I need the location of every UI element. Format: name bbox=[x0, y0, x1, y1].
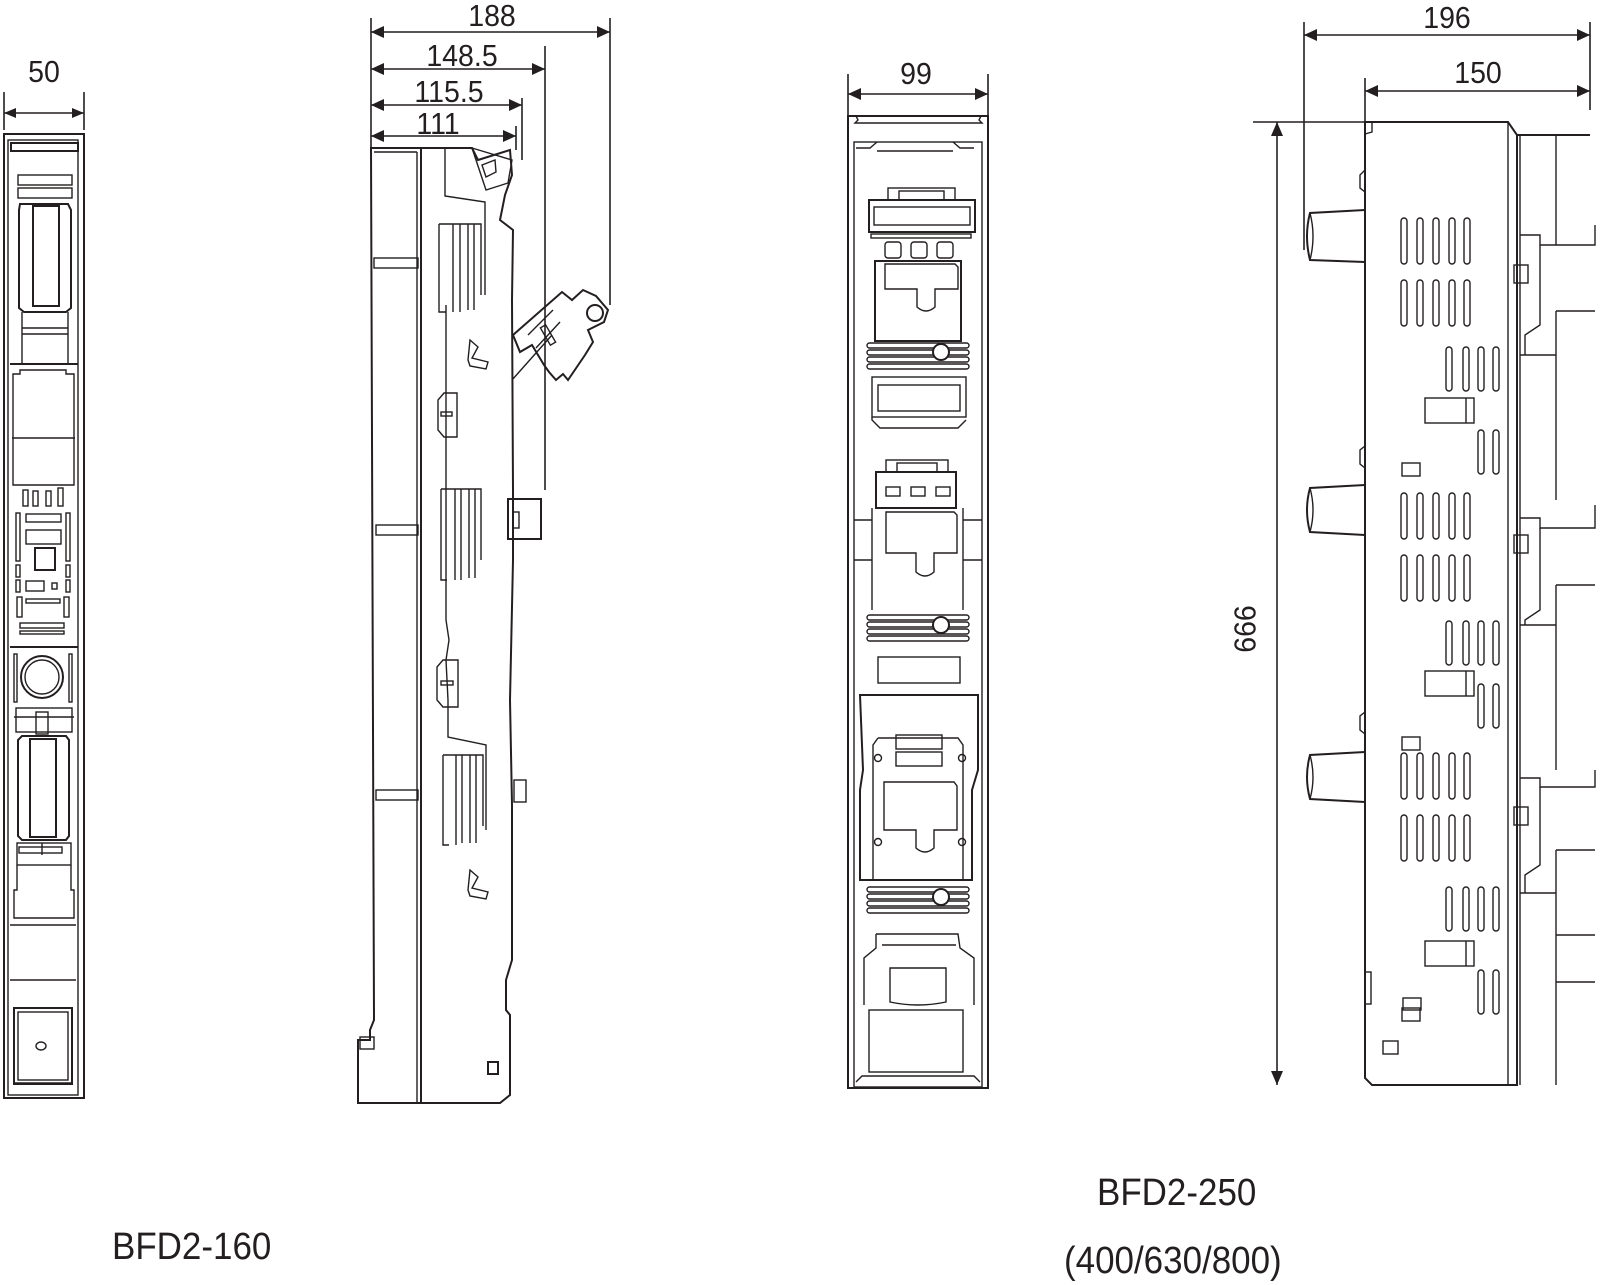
dim-line-115-5 bbox=[371, 98, 523, 160]
dim-line-width-50 bbox=[3, 92, 85, 130]
dim-line-height-666 bbox=[1253, 121, 1370, 1085]
dim-label-bfd2-160-111: 111 bbox=[416, 106, 460, 141]
bfd2-250-front-view bbox=[847, 74, 989, 1089]
bfd2-160-side-view bbox=[357, 18, 611, 1104]
bfd2-160-front-view bbox=[3, 92, 85, 1099]
terminals bbox=[1306, 169, 1372, 1005]
dim-label-bfd2-250-width: 99 bbox=[900, 56, 932, 91]
dim-line-111 bbox=[371, 126, 517, 150]
dim-label-bfd2-250-196: 196 bbox=[1423, 0, 1471, 35]
model-label-bfd2-250-ratings: (400/630/800) bbox=[1064, 1240, 1282, 1282]
model-label-bfd2-160: BFD2-160 bbox=[112, 1226, 272, 1268]
ribs-upper bbox=[866, 342, 970, 370]
model-label-bfd2-250: BFD2-250 bbox=[1097, 1172, 1257, 1214]
dim-line-148-5 bbox=[371, 46, 546, 490]
vent-slots bbox=[1400, 217, 1500, 1015]
slot-group bbox=[22, 487, 64, 507]
operating-handle bbox=[511, 288, 610, 382]
dim-label-bfd2-160-188: 188 bbox=[468, 0, 516, 33]
bfd2-250-side-view bbox=[1253, 22, 1596, 1086]
fins-middle bbox=[440, 488, 482, 581]
dim-line-width-99 bbox=[847, 74, 989, 116]
dim-line-150 bbox=[1364, 78, 1590, 122]
fins-lower bbox=[442, 754, 484, 846]
ribs-lower bbox=[866, 886, 970, 914]
ribs-middle bbox=[866, 614, 970, 642]
dim-line-196 bbox=[1303, 22, 1591, 250]
dim-label-bfd2-250-height: 666 bbox=[1227, 605, 1263, 653]
dim-label-bfd2-160-width: 50 bbox=[28, 54, 60, 89]
dim-line-188 bbox=[370, 18, 611, 305]
fins-upper bbox=[438, 223, 482, 313]
dim-label-bfd2-250-150: 150 bbox=[1454, 55, 1502, 90]
indicator-windows bbox=[1382, 397, 1475, 1055]
dim-label-bfd2-160-115-5: 115.5 bbox=[414, 74, 484, 109]
dim-label-bfd2-160-148-5: 148.5 bbox=[426, 38, 498, 73]
